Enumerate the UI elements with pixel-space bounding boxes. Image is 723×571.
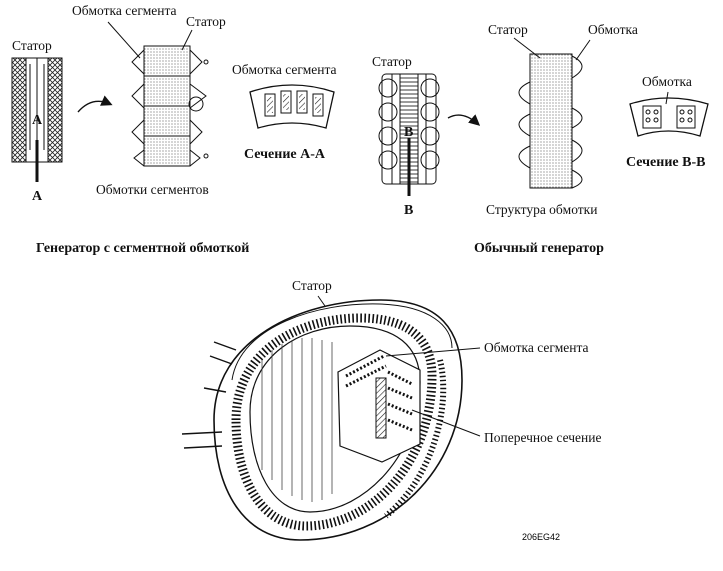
winding-label: Обмотка (588, 22, 638, 37)
leader-stator-2 (181, 29, 193, 51)
figure-code: 206EG42 (522, 532, 560, 542)
winding-label-2: Обмотка (642, 74, 692, 89)
stator-label-2: Статор (186, 14, 226, 29)
cross-section-label: Поперечное сечение (484, 430, 601, 445)
arrow-b (447, 114, 481, 126)
winding-structure-strip (513, 37, 591, 189)
segment-winding-label: Обмотка сегмента (72, 3, 177, 18)
stator-cylinder-b: B B (378, 73, 440, 218)
bottom-stator-label: Статор (292, 278, 332, 293)
segment-generator-title: Генератор с сегментной обмоткой (36, 241, 249, 256)
section-a-a-drawing (249, 84, 335, 129)
section-marker-b: B (404, 125, 413, 140)
bottom-segment-winding-label: Обмотка сегмента (484, 340, 589, 355)
stator-label: Статор (12, 38, 52, 53)
section-b-caption: Сечение В-В (626, 155, 705, 170)
winding-structure-label: Структура обмотки (486, 202, 597, 217)
ordinary-generator-diagram: Статор B B Статор Обмотка (372, 22, 709, 256)
leader-segment-winding (107, 21, 141, 59)
section-a-winding-label: Обмотка сегмента (232, 62, 337, 77)
section-marker-a-bottom: A (32, 189, 43, 204)
leader-cross-section (411, 409, 481, 437)
ordinary-stator-label-2: Статор (488, 22, 528, 37)
ordinary-generator-title: Обычный генератор (474, 241, 604, 256)
section-a-caption: Сечение А-А (244, 147, 326, 162)
stator-3d-drawing: Статор Обмотка сегмента Поперечное сечен… (181, 278, 601, 542)
stator-cylinder-a: A A (11, 57, 63, 204)
arrow-a (77, 95, 113, 113)
segment-stator-strip (107, 21, 209, 167)
leader-ordinary-stator (513, 37, 541, 59)
section-marker-b-bottom: B (404, 203, 413, 218)
segment-windings-label: Обмотки сегментов (96, 182, 209, 197)
section-b-b-drawing (629, 91, 709, 137)
leader-bottom-segment-winding (385, 347, 481, 357)
section-marker-a: A (32, 113, 43, 128)
segment-generator-diagram: Статор A A Обмотка сегмента Статор (11, 3, 337, 256)
leader-winding (575, 39, 591, 61)
ordinary-stator-label: Статор (372, 54, 412, 69)
